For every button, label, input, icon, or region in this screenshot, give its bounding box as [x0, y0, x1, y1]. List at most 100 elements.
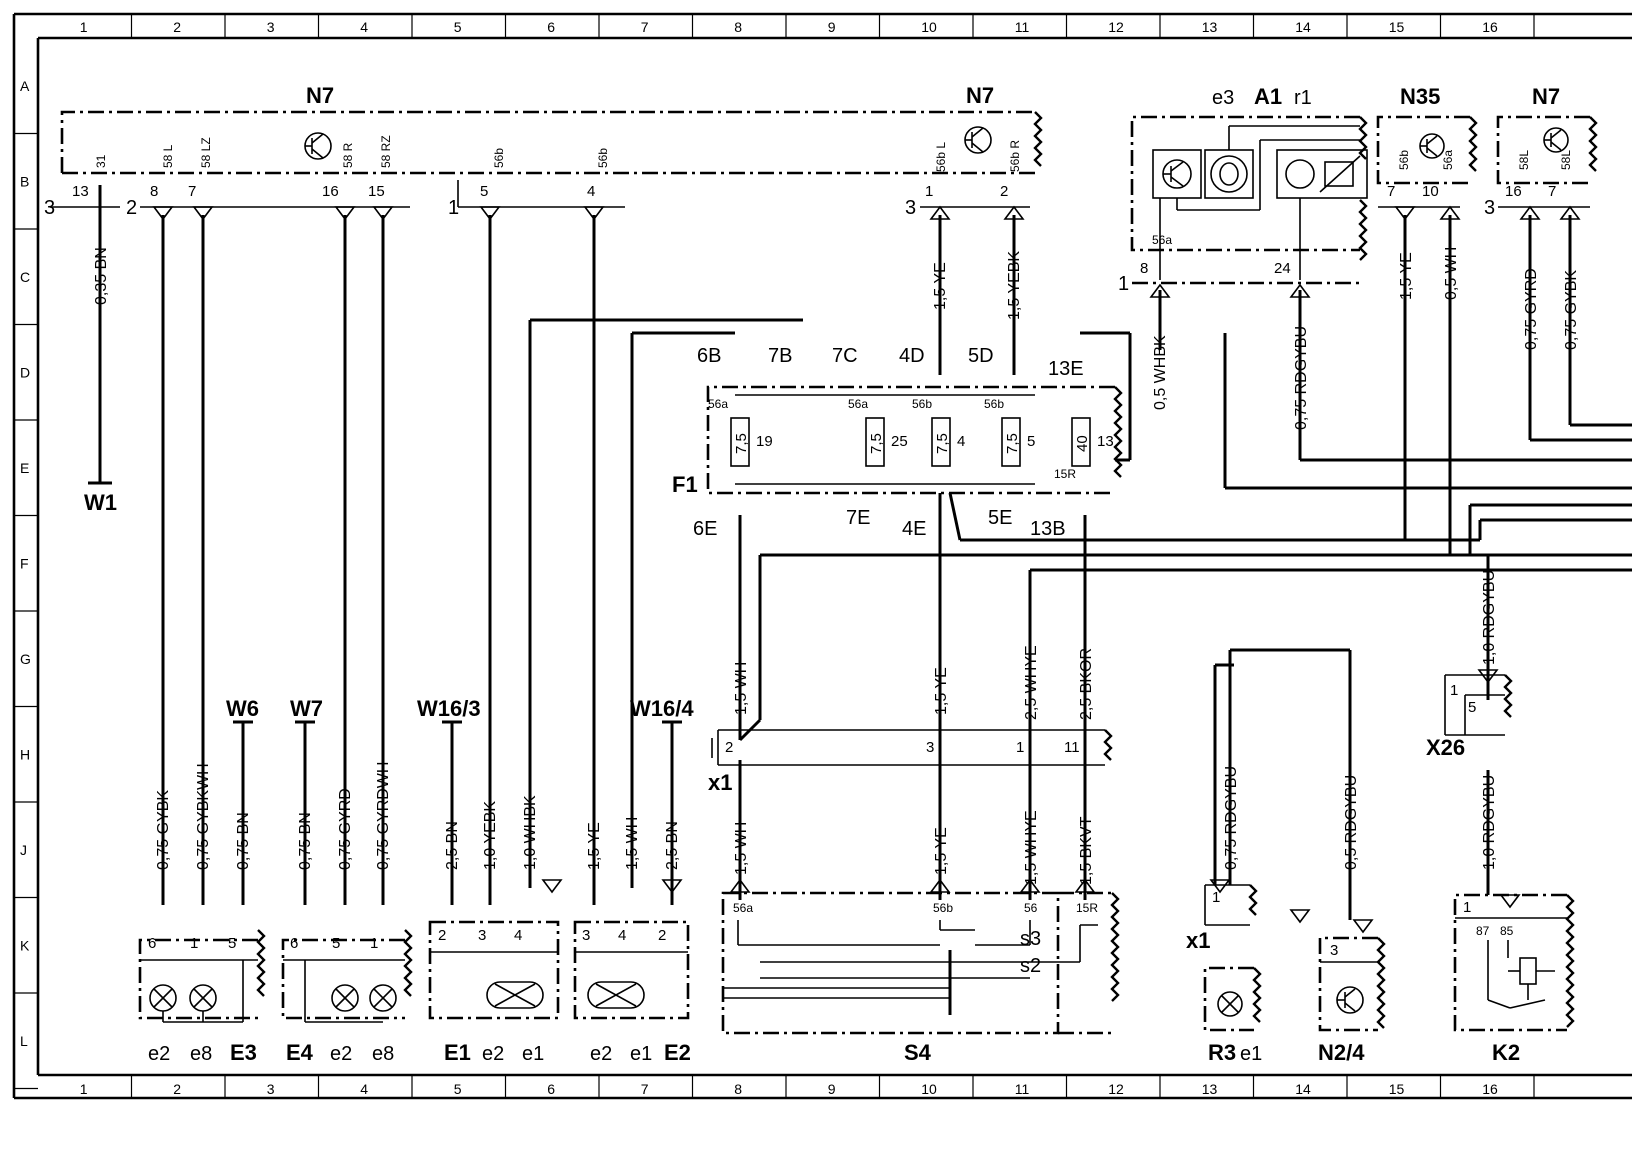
- right-wires: 0,5 WHBK 0,75 RDGYBU 1,5 YE 0,5 WH 0,75 …: [1152, 215, 1632, 920]
- e4-sub-e8: e8: [372, 1043, 394, 1065]
- x26-pin-1: 1: [1450, 682, 1458, 699]
- grid-row-label-J: J: [20, 842, 27, 858]
- wire-x1-ye-bot: 1,5 YE: [933, 827, 950, 875]
- e3-label: E3: [230, 1040, 257, 1065]
- wire-e2-bn: 2,5 BN: [664, 821, 681, 870]
- k2-relay: 1 87 85 K2: [1453, 893, 1575, 1065]
- x1-pin-1: 1: [1016, 739, 1024, 756]
- grid-col-label-8-bottom: 8: [734, 1081, 742, 1097]
- wire-x1-whye-top: 2,5 WHYE: [1023, 645, 1040, 720]
- n7-far-term-58l-2: 58L: [1559, 150, 1573, 170]
- s4-term-56b: 56b: [933, 901, 953, 915]
- grid-col-label-6-bottom: 6: [547, 1081, 555, 1097]
- pin-arrow-up-icon: [1019, 878, 1041, 893]
- s4-switch: 56a 56b 56 15R s3 s2 S4: [721, 891, 1120, 1065]
- w7-label: W7: [290, 696, 323, 721]
- grid-col-label-10-top: 10: [921, 19, 937, 35]
- n7-outer-3: 3: [44, 197, 55, 219]
- pin-16: 16: [322, 183, 339, 200]
- r3-sub-e1: e1: [1240, 1043, 1262, 1065]
- n7-right-transistor-icon: [964, 126, 992, 154]
- left-wires: W6 W7 W16/3 W16/4 0,75 GYBK 0,75 GYBKWH …: [155, 215, 803, 905]
- e2-pin-2: 2: [658, 927, 666, 944]
- pin-1: 1: [925, 183, 933, 200]
- wire-e3-bn: 0,75 BN: [235, 812, 252, 870]
- fuse-19-number: 19: [756, 433, 773, 450]
- wire-x1-bkor: 2,5 BKOR: [1078, 648, 1095, 720]
- wire-gybkwh: 0,75 GYBKWH: [195, 763, 212, 870]
- e1-pin-3: 3: [478, 927, 486, 944]
- pin-arrow-up-icon: [929, 205, 951, 220]
- term-58r: 58 R: [341, 142, 355, 168]
- pin-arrow-down-icon: [1209, 879, 1231, 894]
- wire-e4-bn: 0,75 BN: [297, 812, 314, 870]
- wire-x26-top: 1,0 RDGYBU: [1481, 570, 1498, 665]
- pin-arrow-down-icon: [661, 879, 683, 894]
- f1-bottom-7e: 7E: [846, 507, 870, 529]
- k2-term-85: 85: [1500, 924, 1514, 938]
- grid-col-label-8-top: 8: [734, 19, 742, 35]
- f1-term-4: 56b: [984, 397, 1004, 411]
- pin-arrow-up-icon: [1439, 205, 1461, 220]
- a1-term-56a: 56a: [1152, 233, 1172, 247]
- grid-row-label-F: F: [20, 555, 29, 571]
- terminal-arrows: [152, 205, 1581, 934]
- fuse-19-rating: 7,5: [733, 433, 750, 454]
- grid-col-label-6-top: 6: [547, 19, 555, 35]
- wire-n7-ye: 1,5 YE: [932, 262, 949, 310]
- e1-lamp-unit: 2 3 4 E1 e2 e1: [428, 920, 560, 1065]
- wire-far-gybk: 0,75 GYBK: [1563, 270, 1580, 350]
- f1-top-4d: 4D: [899, 345, 925, 367]
- fuse-25: 7,5 25: [865, 417, 908, 467]
- e3-pin-5: 5: [228, 935, 236, 952]
- r3-pin-1: 1: [1212, 889, 1220, 906]
- fuse-13: 40 13: [1071, 417, 1114, 467]
- f1-top-6b: 6B: [697, 345, 721, 367]
- n7-left-module: N7 3 2 13 31 8 58 L 7 58 LZ 16 58 R 15 5…: [44, 83, 1043, 219]
- e4-sub-e2: e2: [330, 1043, 352, 1065]
- pin-arrow-down-icon: [541, 879, 563, 894]
- e2-lamp-unit: 3 4 2 e2 e1 E2: [573, 920, 691, 1065]
- e2-label: E2: [664, 1040, 691, 1065]
- grid-col-label-16-bottom: 16: [1482, 1081, 1498, 1097]
- n7-right-label: N7: [966, 83, 994, 108]
- pin-arrow-down-icon: [1289, 909, 1311, 924]
- e2-sub-e2: e2: [590, 1043, 612, 1065]
- pin-5: 5: [480, 183, 488, 200]
- pin-arrow-down-icon: [1477, 669, 1499, 684]
- term-56b-l: 56b L: [934, 142, 948, 172]
- a1-transistor-icon: [1162, 159, 1192, 189]
- r3-unit: 1 x1 R3 e1: [1186, 884, 1262, 1065]
- x1-pin-2: 2: [725, 739, 733, 756]
- wire-yebk: 1,0 YEBK: [482, 801, 499, 870]
- term-56b-b: 56b: [596, 148, 610, 168]
- s4-term-56: 56: [1024, 901, 1038, 915]
- w16-4-label: W16/4: [630, 696, 694, 721]
- wire-a1-rdgybu: 0,75 RDGYBU: [1293, 326, 1310, 430]
- grid-col-label-5-top: 5: [454, 19, 462, 35]
- e1-pin-4: 4: [514, 927, 522, 944]
- wire-x1-bkvt: 1,5 BKVT: [1078, 816, 1095, 885]
- grid-col-label-9-top: 9: [828, 19, 836, 35]
- grid-row-label-A: A: [20, 78, 30, 94]
- n35-pin-7: 7: [1387, 183, 1395, 200]
- wire-gyrdwh: 0,75 GYRDWH: [375, 762, 392, 870]
- grid-row-label-B: B: [20, 173, 29, 189]
- e3-pin-6: 6: [148, 935, 156, 952]
- grid-col-label-16-top: 16: [1482, 19, 1498, 35]
- pin-13: 13: [72, 183, 89, 200]
- x26-label: X26: [1426, 735, 1465, 760]
- grid-col-label-4-bottom: 4: [360, 1081, 368, 1097]
- fuse-5: 7,5 5: [1001, 417, 1035, 467]
- x1-pin-11: 11: [1064, 739, 1080, 756]
- grid-col-label-2-top: 2: [173, 19, 181, 35]
- pin-8: 8: [150, 183, 158, 200]
- n2-4-transistor-icon: [1336, 986, 1364, 1014]
- grid-col-label-14-top: 14: [1295, 19, 1311, 35]
- x26-connector: 1 5 X26: [1426, 674, 1513, 760]
- term-56b-r: 56b R: [1008, 140, 1022, 172]
- f1-bottom-5e: 5E: [988, 507, 1012, 529]
- f1-bottom-13b: 13B: [1030, 518, 1066, 540]
- wire-n35-wh: 0,5 WH: [1443, 247, 1460, 300]
- pin-arrow-up-icon: [1003, 205, 1025, 220]
